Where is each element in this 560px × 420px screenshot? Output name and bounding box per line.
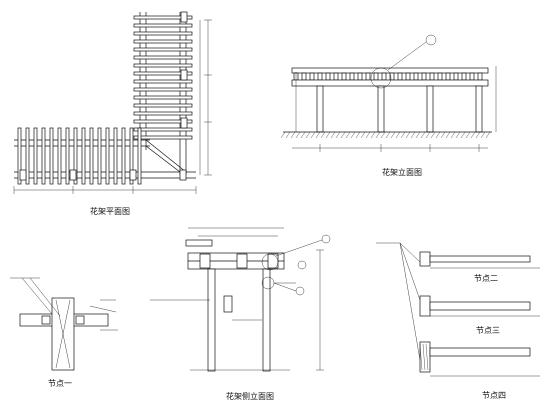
node-1-detail bbox=[10, 277, 118, 371]
node-2-4-details bbox=[376, 242, 540, 377]
plan-view bbox=[13, 11, 212, 194]
node-3-caption: 节点三 bbox=[476, 326, 500, 335]
node-4-caption: 节点四 bbox=[482, 391, 506, 400]
node-2-caption: 节点二 bbox=[474, 274, 498, 283]
front-elevation-caption: 花架立面图 bbox=[382, 168, 422, 177]
front-elevation bbox=[280, 34, 497, 152]
side-elevation bbox=[150, 227, 331, 372]
side-elevation-caption: 花架侧立面图 bbox=[226, 392, 274, 401]
node-1-caption: 节点一 bbox=[48, 379, 72, 388]
plan-view-caption: 花架平面图 bbox=[90, 207, 130, 216]
